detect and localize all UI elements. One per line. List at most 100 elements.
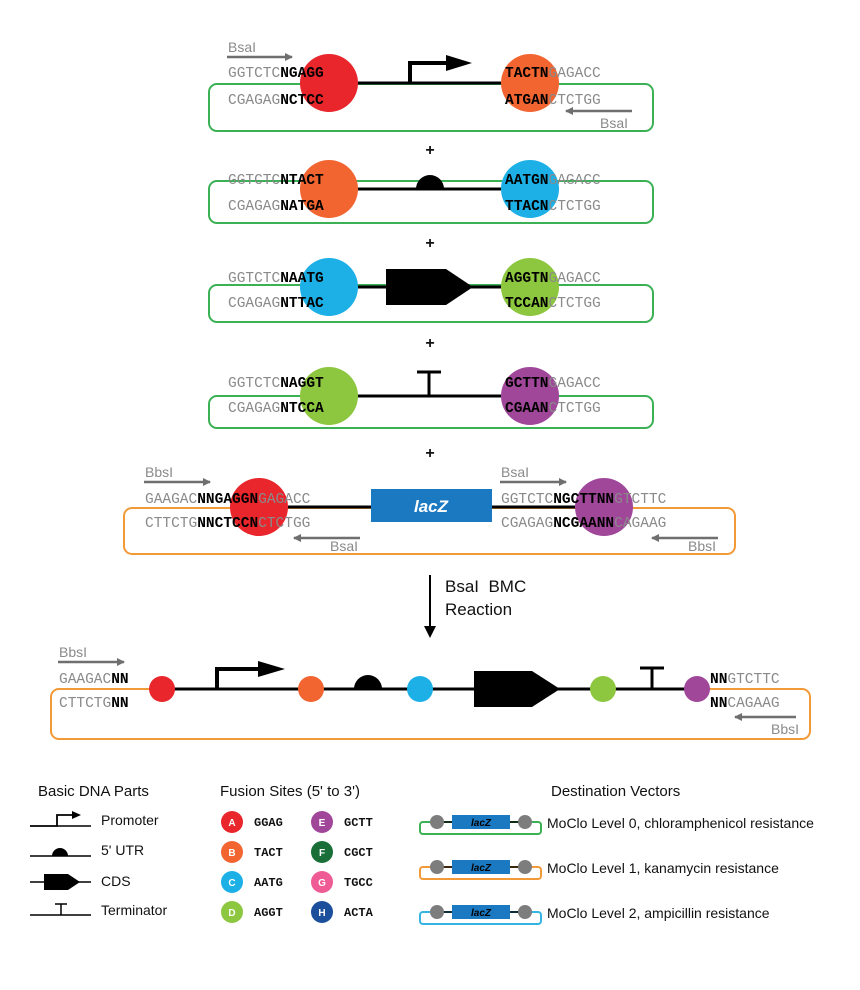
fusion-site-c-circle bbox=[501, 160, 559, 218]
left-bottom-strand: CTTCTGNN bbox=[59, 696, 129, 712]
site-circle bbox=[518, 905, 532, 919]
suffix: CTCTGG bbox=[549, 199, 601, 215]
lacz-label: lacZ bbox=[414, 497, 449, 516]
bottom-strand-left: CGAGAGNCTCC bbox=[228, 93, 324, 109]
prefix: GGTCTC bbox=[228, 271, 281, 287]
prefix: CGAGAG bbox=[228, 296, 280, 312]
fusion-site-sequence: TGCC bbox=[344, 876, 373, 890]
vector-label: MoClo Level 1, kanamycin resistance bbox=[547, 860, 779, 876]
fusion-site-letter: B bbox=[228, 848, 235, 859]
reaction-label-line1: BsaI BMC bbox=[445, 577, 526, 596]
suffix: GAGACC bbox=[549, 376, 602, 392]
bottom-strand-left: CGAGAGNTTAC bbox=[228, 296, 324, 312]
right-top-strand: NNGTCTTC bbox=[710, 672, 780, 688]
fusion-site-letter: D bbox=[228, 908, 235, 919]
vector-label: MoClo Level 0, chloramphenicol resistanc… bbox=[547, 815, 814, 831]
overhang: AATGN bbox=[505, 173, 549, 189]
overhang: GAGG bbox=[215, 492, 250, 508]
n: N bbox=[249, 516, 258, 532]
bottom-strand-right: TTACNCTCTGG bbox=[505, 199, 601, 215]
part-terminator: GGTCTCNAGGT CGAGAGNTCCA GCTTNGAGACC CGAA… bbox=[208, 367, 654, 429]
assembled-product: BbsI GAAGACNN CTTCTGNN NNGTCTTC NNCAGAAG… bbox=[50, 644, 811, 740]
left-top-strand: GAAGACNN bbox=[59, 672, 129, 688]
overhang: NAATG bbox=[280, 271, 324, 287]
suffix: CTCTGG bbox=[549, 93, 601, 109]
suffix: GAGACC bbox=[549, 66, 602, 82]
fusion-site-sequence: ACTA bbox=[344, 906, 374, 920]
fusion-site-c-circle bbox=[300, 258, 358, 316]
fusion-site-circle bbox=[311, 841, 333, 863]
fusion-site-sequence: AGGT bbox=[254, 906, 283, 920]
promoter-arrowhead bbox=[258, 661, 285, 677]
promoter-icon bbox=[30, 814, 73, 827]
fusion-site-b-circle bbox=[300, 160, 358, 218]
overhang: NCGAA bbox=[553, 516, 597, 532]
bottom-strand-right: TCCANCTCTGG bbox=[505, 296, 601, 312]
terminator-icon bbox=[640, 666, 664, 689]
suffix: CTCTGG bbox=[549, 296, 601, 312]
legend-item-label: Terminator bbox=[101, 902, 167, 918]
top-strand-right: AGGTNGAGACC bbox=[505, 271, 601, 287]
utr-icon bbox=[354, 675, 382, 689]
bsai-label: BsaI bbox=[228, 39, 256, 55]
part-promoter: BsaI GGTCTCNGAGG CGAGAGNCTCC TACTNGAGACC… bbox=[208, 39, 654, 132]
top-strand-left: GGTCTCNTACT bbox=[228, 173, 324, 189]
fusion-site-letter: H bbox=[318, 908, 325, 919]
fusion-site-a-circle bbox=[230, 478, 288, 536]
bottom-strand-right: CGAANCTCTGG bbox=[505, 401, 601, 417]
legend-item-label: CDS bbox=[101, 873, 131, 889]
fusion-site-letter: G bbox=[318, 878, 326, 889]
terminator-icon bbox=[417, 370, 441, 396]
lacz-label: lacZ bbox=[471, 818, 492, 829]
fusion-site-e-circle bbox=[575, 478, 633, 536]
prefix: GAAGAC bbox=[145, 492, 198, 508]
suffix: GTCTTC bbox=[727, 672, 780, 688]
lacz-label: lacZ bbox=[471, 908, 492, 919]
site-circle bbox=[430, 860, 444, 874]
suffix: GAGACC bbox=[549, 271, 602, 287]
destination-vector-level1: lacZ BbsI GAAGACNNGAGGNGAGACC CTTCTGNNCT… bbox=[123, 464, 736, 555]
utr-icon bbox=[416, 175, 444, 189]
prefix: GGTCTC bbox=[228, 66, 281, 82]
promoter-icon bbox=[215, 667, 262, 689]
top-strand-left: GGTCTCNAGGT bbox=[228, 376, 324, 392]
fusion-site-letter: E bbox=[319, 818, 326, 829]
bsai-label-reverse: BsaI bbox=[330, 538, 358, 554]
overhang: NTTAC bbox=[280, 296, 324, 312]
fusion-site-circle bbox=[221, 841, 243, 863]
overhang: TCCAN bbox=[505, 296, 549, 312]
vector-label: MoClo Level 2, ampicillin resistance bbox=[547, 905, 770, 921]
prefix: GGTCTC bbox=[228, 173, 281, 189]
bbsi-label: BbsI bbox=[145, 464, 173, 480]
fusion-site-letter: A bbox=[228, 818, 235, 829]
overhang: NGCTT bbox=[553, 492, 597, 508]
bottom-strand-left: CGAGAGNTCCA bbox=[228, 401, 324, 417]
left-bottom-strand: CTTCTGNNCTCCNCTCTGG bbox=[145, 516, 310, 532]
suffix: CTCTGG bbox=[549, 401, 601, 417]
top-strand-right: GCTTNGAGACC bbox=[505, 376, 601, 392]
overhang: NTACT bbox=[280, 173, 324, 189]
plus-sign: + bbox=[425, 335, 434, 352]
vector-level2: lacZ MoClo Level 2, ampicillin resistance bbox=[419, 905, 770, 925]
fusion-site-c-circle bbox=[407, 676, 433, 702]
fusion-site-b-circle bbox=[501, 54, 559, 112]
bottom-strand-left: CGAGAGNATGA bbox=[228, 199, 324, 215]
lacz-cassette bbox=[452, 860, 510, 874]
fusion-site-circle bbox=[311, 901, 333, 923]
suffix: CTCTGG bbox=[258, 516, 310, 532]
cds-icon bbox=[44, 874, 80, 890]
fusion-site-circle bbox=[221, 811, 243, 833]
plus-sign: + bbox=[425, 235, 434, 252]
prefix: GGTCTC bbox=[501, 492, 554, 508]
nn: NN bbox=[111, 696, 128, 712]
plus-sign: + bbox=[425, 445, 434, 462]
